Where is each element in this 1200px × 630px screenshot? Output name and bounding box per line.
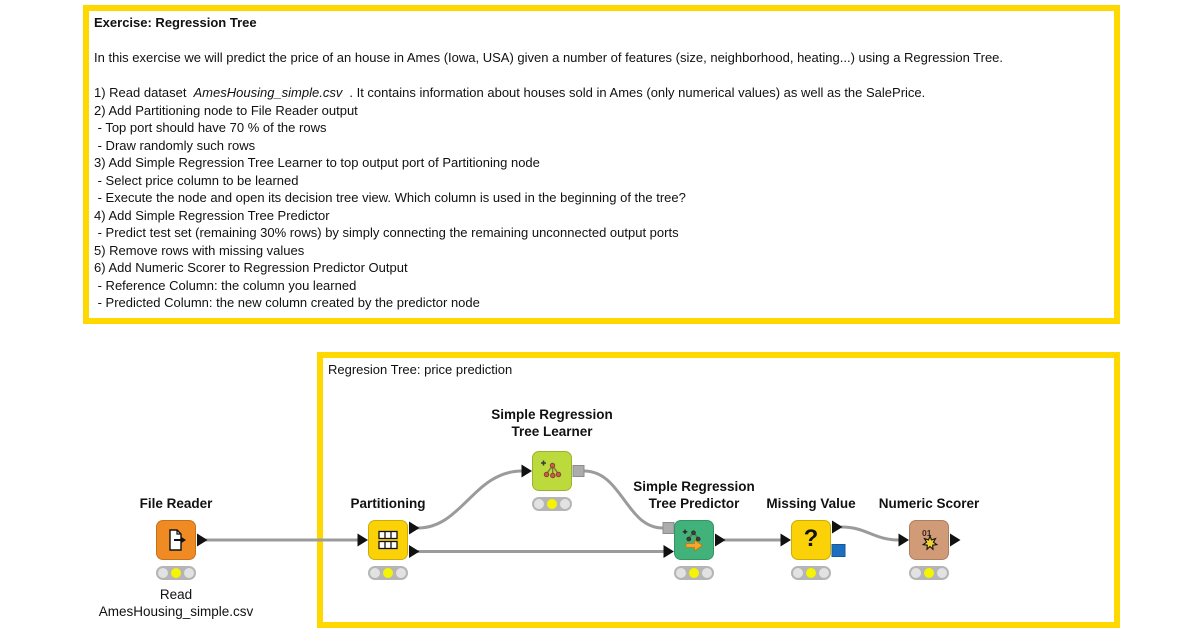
exercise-step: - Execute the node and open its decision… <box>94 190 686 205</box>
status-dot-red <box>911 568 921 578</box>
tree-learner-label: Simple Regression Tree Learner <box>491 407 613 439</box>
numeric-scorer-label: Numeric Scorer <box>878 496 980 511</box>
status-dot-green <box>819 568 829 578</box>
workflow-annotation-box[interactable]: Regresion Tree: price prediction <box>317 352 1120 628</box>
learner-model-output-port[interactable] <box>572 465 585 477</box>
exercise-title: Exercise: Regression Tree <box>94 15 257 30</box>
exercise-step: - Select price column to be learned <box>94 172 299 188</box>
exercise-step: - Predicted Column: the new column creat… <box>94 295 480 310</box>
learner-input-port[interactable] <box>521 464 533 478</box>
exercise-step: 2) Add Partitioning node to File Reader … <box>94 102 358 118</box>
status-dot-green <box>396 568 406 578</box>
predictor-model-input-port[interactable] <box>662 522 675 534</box>
filereader-output-port[interactable] <box>197 533 208 547</box>
status-dot-green <box>702 568 712 578</box>
file-reader-label: File Reader <box>139 496 213 511</box>
decision-tree-predictor-icon <box>682 529 704 552</box>
status-dot-yellow <box>689 568 699 578</box>
star-score-icon: 01 <box>921 528 939 551</box>
node-tree-learner[interactable] <box>532 451 572 491</box>
scorer-output-port[interactable] <box>950 533 961 547</box>
partitioning-status-traffic-light <box>368 566 408 580</box>
exercise-annotation-box[interactable]: Exercise: Regression Tree In this exerci… <box>83 5 1120 324</box>
missingvalue-input-port[interactable] <box>780 533 792 547</box>
missing-value-status-traffic-light <box>791 566 831 580</box>
status-dot-green <box>937 568 947 578</box>
predictor-data-input-port[interactable] <box>663 545 675 558</box>
question-mark-icon: ? <box>803 524 819 552</box>
exercise-step: 6) Add Numeric Scorer to Regression Pred… <box>94 260 408 275</box>
node-numeric-scorer[interactable]: 01 <box>909 520 949 560</box>
numeric-scorer-status-traffic-light <box>909 566 949 580</box>
missingvalue-output-port[interactable] <box>832 520 843 534</box>
step-1-suffix: . It contains information about houses s… <box>349 85 926 100</box>
exercise-step-1: 1) Read dataset AmesHousing_simple.csv . I… <box>94 84 1109 102</box>
scorer-input-port[interactable] <box>898 533 910 547</box>
table-partition-icon <box>378 530 398 550</box>
node-tree-predictor[interactable] <box>674 520 714 560</box>
connection-partitioning-learner[interactable] <box>416 469 524 530</box>
status-dot-red <box>534 499 544 509</box>
file-reader-comment[interactable]: Read AmesHousing_simple.csv <box>98 587 254 619</box>
status-dot-yellow <box>547 499 557 509</box>
connection-learner-predictor-model[interactable] <box>582 469 665 530</box>
step-1-prefix: 1) Read dataset <box>94 85 187 100</box>
status-dot-red <box>676 568 686 578</box>
decision-tree-icon <box>541 460 562 479</box>
status-dot-red <box>370 568 380 578</box>
missing-value-label: Missing Value <box>766 496 856 511</box>
exercise-step: 3) Add Simple Regression Tree Learner to… <box>94 155 540 170</box>
node-file-reader[interactable] <box>156 520 196 560</box>
partitioning-output-port-bottom[interactable] <box>409 545 420 558</box>
exercise-step: - Top port should have 70 % of the rows <box>94 120 327 135</box>
tree-predictor-status-traffic-light <box>674 566 714 580</box>
workflow-annotation-label: Regresion Tree: price prediction <box>328 362 513 377</box>
node-missing-value[interactable]: ? <box>791 520 831 560</box>
connection-missingvalue-scorer[interactable] <box>840 525 901 542</box>
exercise-intro: In this exercise we will predict the pri… <box>94 50 1004 65</box>
exercise-step: 4) Add Simple Regression Tree Predictor <box>94 207 330 223</box>
status-dot-yellow <box>383 568 393 578</box>
node-partitioning[interactable] <box>368 520 408 560</box>
predictor-output-port[interactable] <box>715 533 726 547</box>
dataset-filename: AmesHousing_simple.csv <box>193 85 343 100</box>
status-dot-red <box>158 568 168 578</box>
partitioning-output-port-top[interactable] <box>409 521 420 535</box>
partitioning-input-port[interactable] <box>357 533 369 547</box>
partitioning-label: Partitioning <box>350 496 426 511</box>
file-reader-status-traffic-light <box>156 566 196 580</box>
status-dot-red <box>793 568 803 578</box>
exercise-step: - Draw randomly such rows <box>94 137 256 153</box>
status-dot-yellow <box>171 568 181 578</box>
status-dot-yellow <box>924 568 934 578</box>
status-dot-yellow <box>806 568 816 578</box>
tree-predictor-label: Simple Regression Tree Predictor <box>633 479 755 511</box>
status-dot-green <box>560 499 570 509</box>
exercise-step: 5) Remove rows with missing values <box>94 242 305 258</box>
file-export-icon <box>169 529 186 551</box>
scorer-01-glyph: 01 <box>922 528 932 538</box>
status-dot-green <box>184 568 194 578</box>
missingvalue-pmml-output-port[interactable] <box>831 544 846 557</box>
tree-learner-status-traffic-light <box>532 497 572 511</box>
exercise-step: - Reference Column: the column you learn… <box>94 277 357 293</box>
exercise-step: - Predict test set (remaining 30% rows) … <box>94 225 679 240</box>
